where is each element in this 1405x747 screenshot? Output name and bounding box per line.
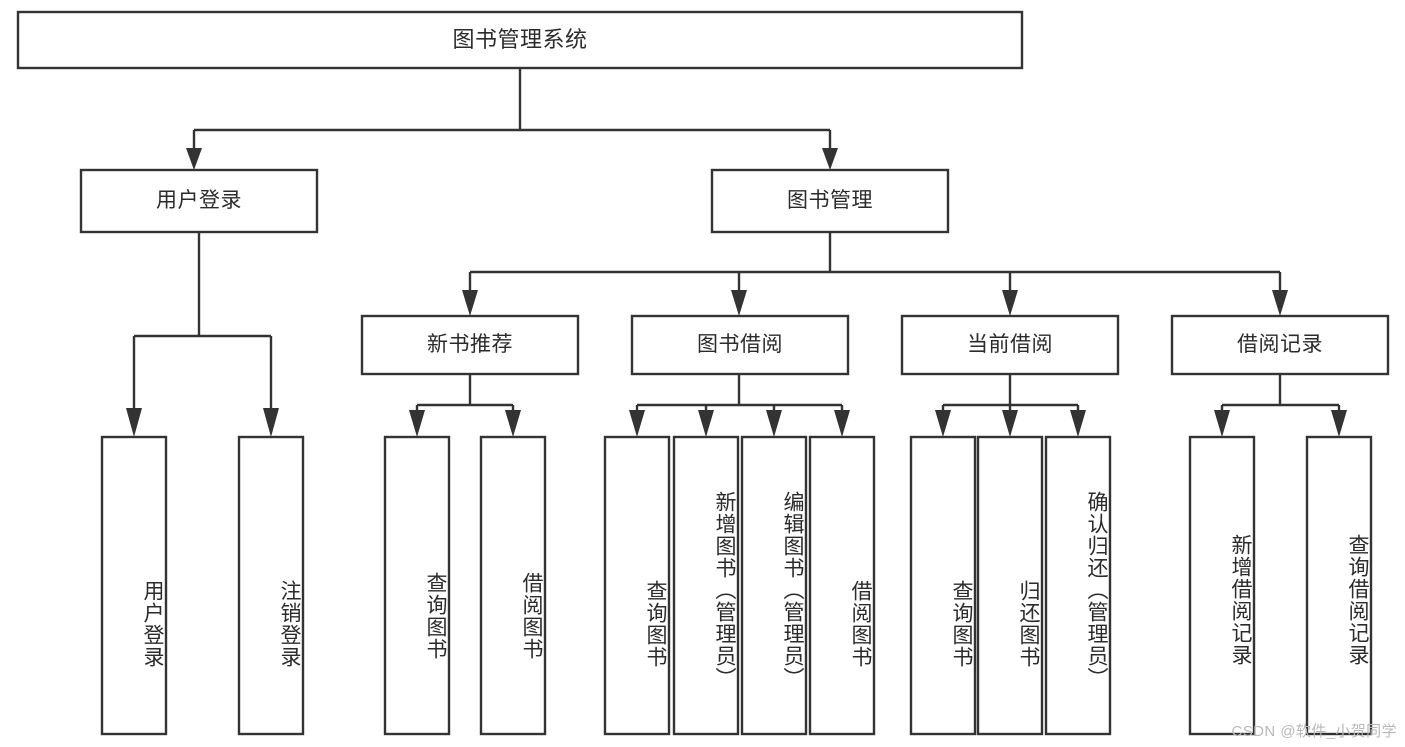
- node-box-book-borrow[interactable]: [630, 314, 850, 376]
- node-box-leaf-user-login[interactable]: [100, 435, 168, 736]
- node-box-leaf-borrow-book-1[interactable]: [479, 435, 547, 736]
- arrow-head-leaf-logout: [263, 408, 279, 437]
- arrow-head-current-borrow: [1002, 290, 1018, 316]
- arrow-head-leaf-edit-book: [766, 410, 782, 437]
- arrow-head-leaf-borrow-book-1: [505, 410, 521, 437]
- node-box-user-login[interactable]: [79, 168, 319, 234]
- arrow-head-leaf-query-book-2: [629, 410, 645, 437]
- node-box-leaf-add-record[interactable]: [1188, 435, 1256, 736]
- node-box-book-management[interactable]: [710, 168, 950, 234]
- node-box-borrow-record[interactable]: [1170, 314, 1390, 376]
- node-box-leaf-query-record[interactable]: [1305, 435, 1373, 736]
- arrow-head-borrow-record: [1272, 290, 1288, 316]
- node-box-leaf-query-book-1[interactable]: [383, 435, 451, 736]
- node-box-leaf-edit-book[interactable]: [740, 435, 808, 736]
- node-box-leaf-query-book-3[interactable]: [909, 435, 977, 736]
- arrow-head-leaf-add-book: [698, 410, 714, 437]
- node-box-leaf-logout[interactable]: [237, 435, 305, 736]
- node-box-new-book-recommend[interactable]: [360, 314, 580, 376]
- arrow-head-leaf-confirm-return: [1070, 410, 1086, 437]
- arrow-head-leaf-query-book-1: [409, 410, 425, 437]
- arrow-head-leaf-query-book-3: [935, 410, 951, 437]
- node-box-leaf-confirm-return[interactable]: [1044, 435, 1112, 736]
- arrow-head-leaf-add-record: [1214, 410, 1230, 437]
- arrow-head-leaf-query-record: [1331, 410, 1347, 437]
- node-box-root[interactable]: [16, 10, 1024, 70]
- node-box-leaf-add-book[interactable]: [672, 435, 740, 736]
- arrow-head-new-book-recommend: [462, 290, 478, 316]
- watermark-text: CSDN @软件_小贺同学: [1231, 723, 1397, 740]
- node-box-leaf-borrow-book-2[interactable]: [808, 435, 876, 736]
- node-box-leaf-return-book[interactable]: [976, 435, 1044, 736]
- arrow-head-user-login: [186, 148, 202, 170]
- arrow-head-leaf-user-login: [126, 408, 142, 437]
- node-box-leaf-query-book-2[interactable]: [603, 435, 671, 736]
- node-box-current-borrow[interactable]: [900, 314, 1120, 376]
- arrow-head-book-management: [822, 148, 838, 170]
- arrow-head-leaf-return-book: [1002, 410, 1018, 437]
- arrow-head-book-borrow: [731, 290, 747, 316]
- arrow-head-leaf-borrow-book-2: [834, 410, 850, 437]
